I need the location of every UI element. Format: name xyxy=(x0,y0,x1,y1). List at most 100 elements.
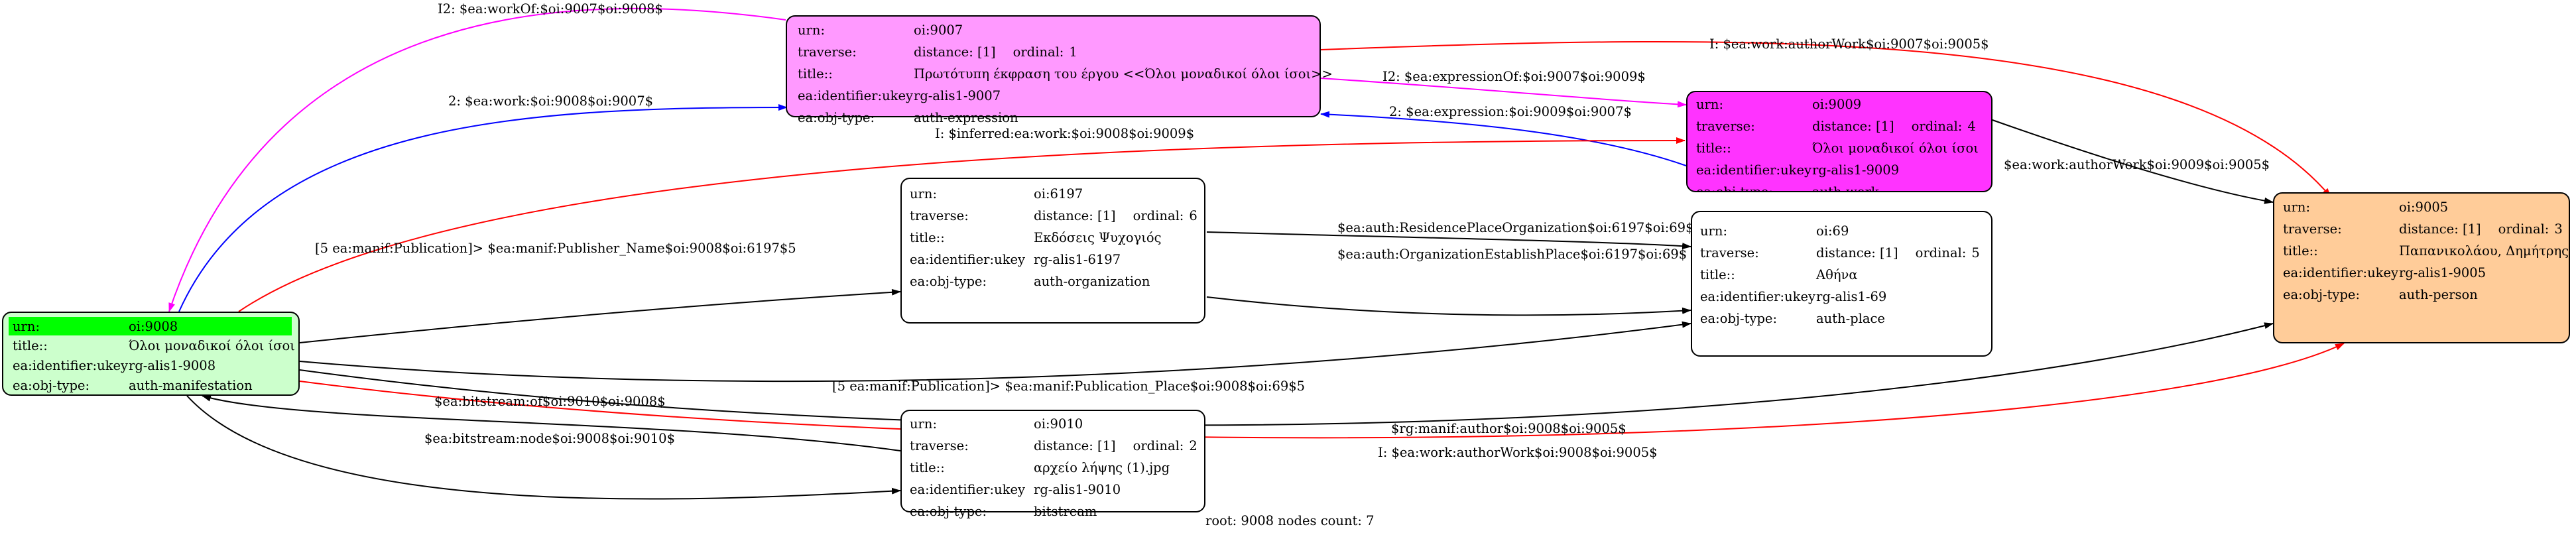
field-value: oi:9008 xyxy=(129,318,178,334)
edge-label-inferred-work: I: $inferred:ea:work:$oi:9008$oi:9009$ xyxy=(935,126,1195,141)
field-key: title:: xyxy=(1696,141,1731,156)
node-row-title: title::Παπανικολάου, Δημήτρης xyxy=(2283,240,2569,262)
field-value: Όλοι μοναδικοί όλοι ίσοι xyxy=(129,337,295,353)
distance-value: distance: [1] xyxy=(1034,208,1116,223)
field-key: title:: xyxy=(910,230,945,245)
edge-label-bitstream-node: $ea:bitstream:node$oi:9008$oi:9010$ xyxy=(424,431,675,446)
edge-expression-9009-9007 xyxy=(1320,111,1687,166)
edge-workof xyxy=(168,7,786,312)
field-value: rg-alis1-9008 xyxy=(129,357,216,373)
node-oi-9005[interactable]: urn:oi:9005 traverse:distance: [1]ordina… xyxy=(2273,192,2570,343)
node-oi-9008[interactable]: urn: oi:9008 title::Όλοι μοναδικοί όλοι ί… xyxy=(2,312,300,396)
edge-authorwork-9007-9005 xyxy=(1320,40,2331,198)
ordinal-value: 4 xyxy=(1967,119,1976,134)
edge-inferred-work xyxy=(238,137,1686,312)
ordinal-key: ordinal: xyxy=(1133,208,1184,223)
field-key: urn: xyxy=(1696,97,1724,112)
node-oi-69[interactable]: urn:oi:69 traverse:distance: [1]ordinal:… xyxy=(1691,211,1993,357)
node-row-type: ea:obj-type:auth-place xyxy=(1700,308,1981,329)
field-key: urn: xyxy=(13,318,40,334)
edge-expressionof xyxy=(1320,78,1687,108)
field-value: Παπανικολάου, Δημήτρης xyxy=(2399,243,2569,259)
ordinal-value: 1 xyxy=(1069,44,1077,60)
node-oi-6197[interactable]: urn: oi:6197 traverse: distance: [1] ordina… xyxy=(900,178,1205,324)
field-value: Όλοι μοναδικοί όλοι ίσοι xyxy=(1812,141,1979,156)
field-value: Αθήνα xyxy=(1816,267,1858,282)
field-key: ea:identifier:ukey xyxy=(1696,162,1811,178)
node-row-traverse: traverse:distance: [1]ordinal:6 xyxy=(910,205,1197,227)
field-key: ea:obj-type: xyxy=(1700,311,1778,326)
node-row-urn: urn: oi:9008 xyxy=(9,317,292,335)
field-key: ea:obj-type: xyxy=(13,377,90,393)
field-value: oi:6197 xyxy=(1034,186,1083,202)
graph-footer: root: 9008 nodes count: 7 xyxy=(1205,513,1375,528)
ordinal-key: ordinal: xyxy=(2498,221,2549,237)
edge-label-expression-9009-9007: 2: $ea:expression:$oi:9009$oi:9007$ xyxy=(1389,104,1632,119)
node-oi-9009[interactable]: urn:oi:9009 traverse:distance: [1]ordina… xyxy=(1686,91,1993,192)
edge-authorwork-9009-9005 xyxy=(1990,119,2274,204)
node-oi-9007[interactable]: urn: oi:9007 traverse:distance: [1]ordina… xyxy=(786,15,1333,125)
edge-label-workof: I2: $ea:workOf:$oi:9007$oi:9008$ xyxy=(438,1,663,17)
field-key: title:: xyxy=(2283,243,2318,259)
edge-work-9008-9007 xyxy=(178,104,788,312)
edge-bitstream-node xyxy=(186,395,901,500)
edge-label-rg-author: $rg:manif:author$oi:9008$oi:9005$ xyxy=(1391,421,1626,436)
field-value: rg-alis1-9007 xyxy=(914,88,1001,103)
node-row-title: title::Πρωτότυπη έκφραση του έργου <<Όλο… xyxy=(798,63,1333,85)
field-key: traverse: xyxy=(1700,245,1759,261)
field-key: title:: xyxy=(910,460,945,475)
field-key: ea:identifier:ukey xyxy=(798,88,913,103)
node-row-traverse: traverse:distance: [1]ordinal:4 xyxy=(1696,115,1981,137)
field-key: ea:obj-type: xyxy=(910,504,987,519)
field-value: auth-manifestation xyxy=(129,377,253,393)
edge-rg-author xyxy=(299,322,2274,426)
field-value: oi:9010 xyxy=(1034,416,1083,432)
field-key: ea:obj-type: xyxy=(1696,184,1774,192)
node-row-urn: urn:oi:9009 xyxy=(1696,93,1981,115)
field-key: traverse: xyxy=(910,208,969,223)
distance-value: distance: [1] xyxy=(2399,221,2481,237)
edge-publication-place xyxy=(299,321,1691,383)
edge-residence-place xyxy=(1206,231,1691,250)
node-oi-9010[interactable]: urn:oi:9010 traverse:distance: [1]ordina… xyxy=(900,410,1205,519)
node-row-traverse: traverse:distance: [1]ordinal:1 xyxy=(798,41,1309,63)
field-key: urn: xyxy=(910,416,938,432)
node-row-title: title::Αθήνα xyxy=(1700,264,1981,286)
field-key: urn: xyxy=(910,186,938,202)
edge-label-establish-place: $ea:auth:OrganizationEstablishPlace$oi:6… xyxy=(1337,247,1687,262)
ordinal-value: 3 xyxy=(2554,221,2563,237)
node-row-urn: urn: oi:6197 xyxy=(910,183,1194,205)
distance-value: distance: [1] xyxy=(1034,438,1116,453)
field-key: urn: xyxy=(798,23,826,38)
edge-publisher-name xyxy=(299,288,901,343)
node-row-title: title::αρχείο λήψης (1).jpg xyxy=(910,457,1194,479)
edge-label-expressionof: I2: $ea:expressionOf:$oi:9007$oi:9009$ xyxy=(1382,69,1646,84)
field-value: rg-alis1-9005 xyxy=(2399,265,2486,280)
node-row-title: title::Όλοι μοναδικοί όλοι ίσοι xyxy=(13,335,295,355)
field-value: auth-person xyxy=(2399,287,2478,302)
field-key: traverse: xyxy=(2283,221,2342,237)
edge-establish-place xyxy=(1206,296,1691,316)
node-row-type: ea:obj-type: auth-manifestation xyxy=(13,375,288,395)
node-row-traverse: traverse: distance: [1] ordinal: 3 xyxy=(2283,218,2563,240)
field-key: ea:obj-type: xyxy=(798,110,875,125)
node-row-title: title::Όλοι μοναδικοί όλοι ίσοι xyxy=(1696,137,1981,159)
field-key: ea:obj-type: xyxy=(910,274,987,289)
ordinal-key: ordinal: xyxy=(1915,245,1967,261)
field-value: rg-alis1-6197 xyxy=(1034,252,1121,267)
node-row-type: ea:obj-type:auth-work xyxy=(1696,181,1981,192)
edge-label-publisher-name: [5 ea:manif:Publication]> $ea:manif:Publ… xyxy=(315,241,796,256)
ordinal-key: ordinal: xyxy=(1133,438,1184,453)
field-value: oi:9007 xyxy=(914,23,963,38)
field-key: traverse: xyxy=(798,44,857,60)
node-row-urn: urn: oi:9010 xyxy=(910,413,1194,435)
node-row-type: ea:obj-type:auth-organization xyxy=(910,270,1194,292)
field-value: αρχείο λήψης (1).jpg xyxy=(1034,460,1170,475)
edge-bitstream-of xyxy=(202,394,901,451)
edge-label-authorwork-9007-9005: I: $ea:work:authorWork$oi:9007$oi:9005$ xyxy=(1709,36,1989,52)
